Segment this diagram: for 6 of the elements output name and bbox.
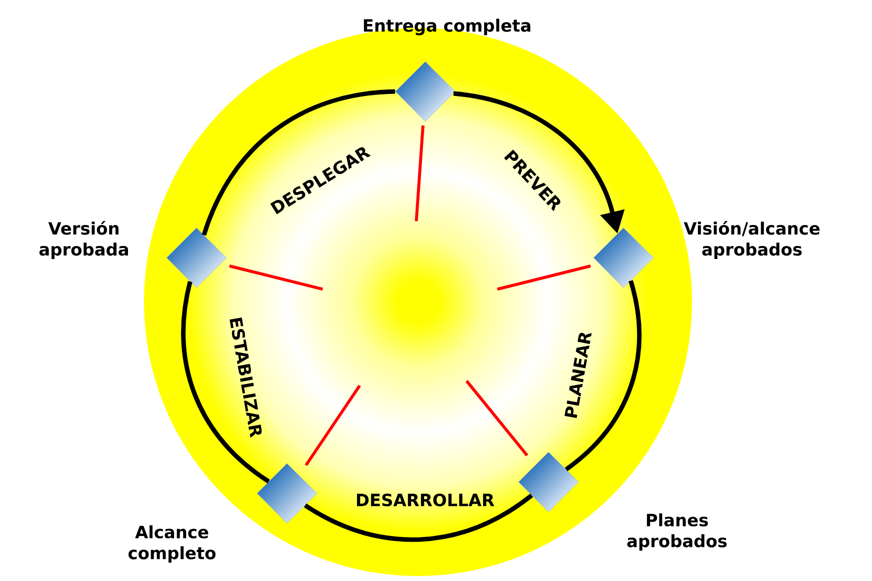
phase-label: PLANEAR [564,332,592,418]
phase-label: DESARROLLAR [357,494,494,506]
milestone-label: Planes aprobados [627,513,727,551]
milestone-label: Visión/alcance aprobados [684,221,820,259]
milestone-label: Versión aprobada [39,221,128,259]
milestone-label: Alcance completo [128,525,216,563]
